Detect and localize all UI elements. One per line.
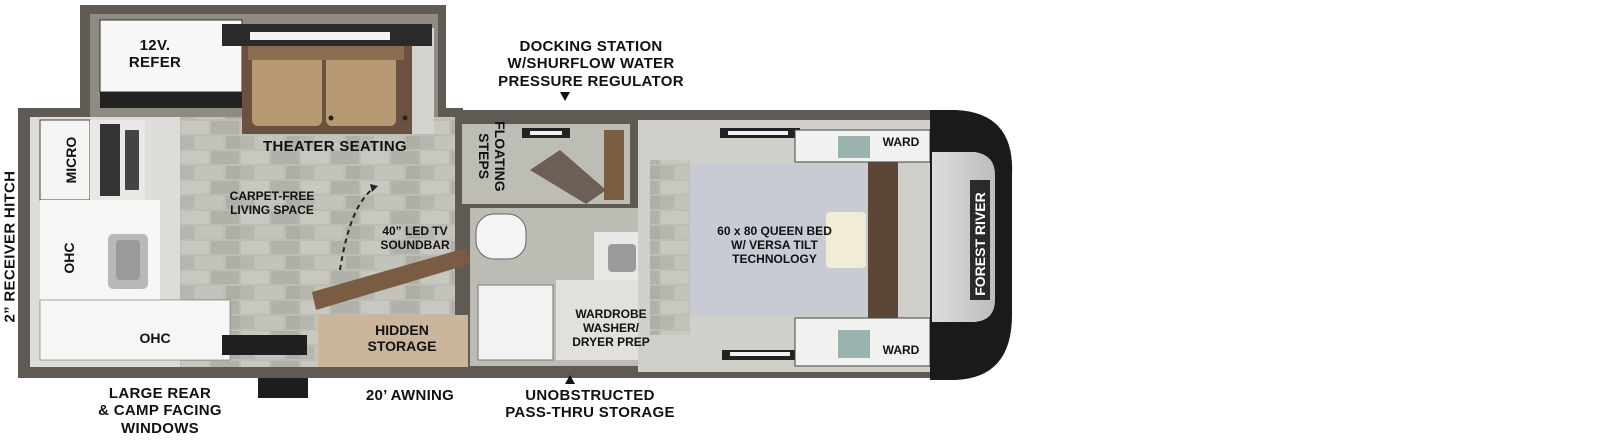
bathroom: [470, 208, 660, 366]
pass-thru-label: UNOBSTRUCTED PASS-THRU STORAGE: [505, 387, 675, 422]
docking-station-label: DOCKING STATION W/SHURFLOW WATER PRESSUR…: [498, 38, 684, 90]
hidden-storage-label: HIDDEN STORAGE: [367, 322, 437, 355]
floating-steps: [462, 124, 630, 204]
kitchen: [39, 119, 307, 361]
ward-top-label: WARD: [882, 135, 920, 149]
wardrobe-washer-label: WARDROBE WASHER/ DRYER PREP: [572, 307, 650, 349]
ohc-bottom-label: OHC: [139, 330, 171, 346]
awning-bracket: [258, 378, 308, 398]
front-cap: [930, 110, 1013, 380]
docking-arrow: [560, 92, 570, 101]
brand-logo-text: FOREST RIVER: [971, 192, 988, 296]
ohc-side-label: OHC: [60, 242, 77, 274]
receiver-hitch-label: 2” RECEIVER HITCH: [1, 170, 19, 323]
ward-bottom-label: WARD: [882, 343, 920, 357]
theater-seating-label: THEATER SEATING: [263, 138, 407, 155]
floating-steps-label: FLOATING STEPS: [476, 121, 509, 192]
tv-cabinet: [312, 184, 470, 310]
led-tv-label: 40” LED TV SOUNDBAR: [380, 224, 450, 252]
hidden-storage: [318, 315, 468, 367]
rear-windows-label: LARGE REAR & CAMP FACING WINDOWS: [98, 385, 222, 437]
queen-bed-label: 60 x 80 QUEEN BED W/ VERSA TILT TECHNOLO…: [717, 224, 832, 266]
skylight-window: [222, 24, 432, 46]
bedroom: [638, 120, 931, 372]
pass-thru-arrow: [565, 375, 575, 384]
refrigerator: [99, 19, 243, 108]
refer-label: 12V. REFER: [128, 37, 182, 72]
micro-label: MICRO: [62, 136, 79, 184]
awning-label: 20’ AWNING: [365, 387, 455, 404]
carpet-free-label: CARPET-FREE LIVING SPACE: [229, 189, 315, 217]
